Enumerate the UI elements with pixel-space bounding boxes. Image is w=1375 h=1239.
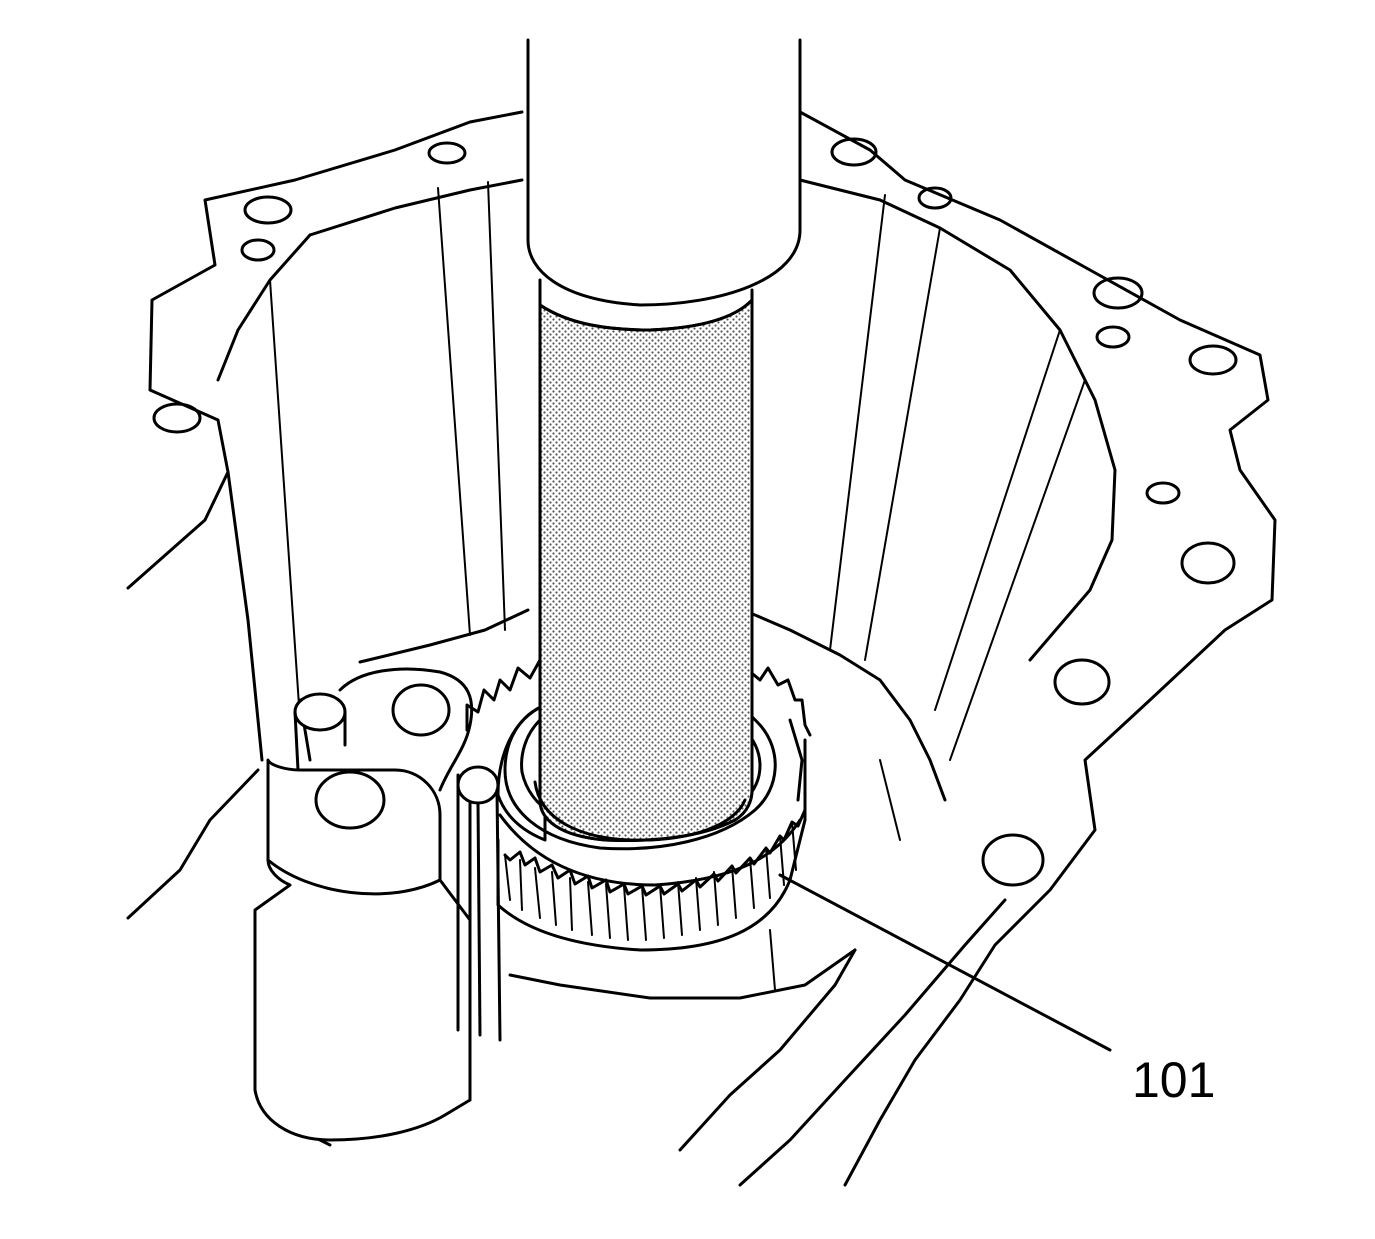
installer-tool: [526, 38, 802, 842]
pump-boss: [253, 667, 502, 1142]
callout-101: 101: [778, 873, 1215, 1108]
callout-label-101: 101: [1132, 1052, 1215, 1108]
bolt-holes: [152, 137, 1238, 887]
gear: [465, 658, 812, 952]
housing-flange: [126, 110, 1277, 1187]
housing-bore: [216, 178, 1117, 762]
housing-floor: [358, 608, 947, 1000]
